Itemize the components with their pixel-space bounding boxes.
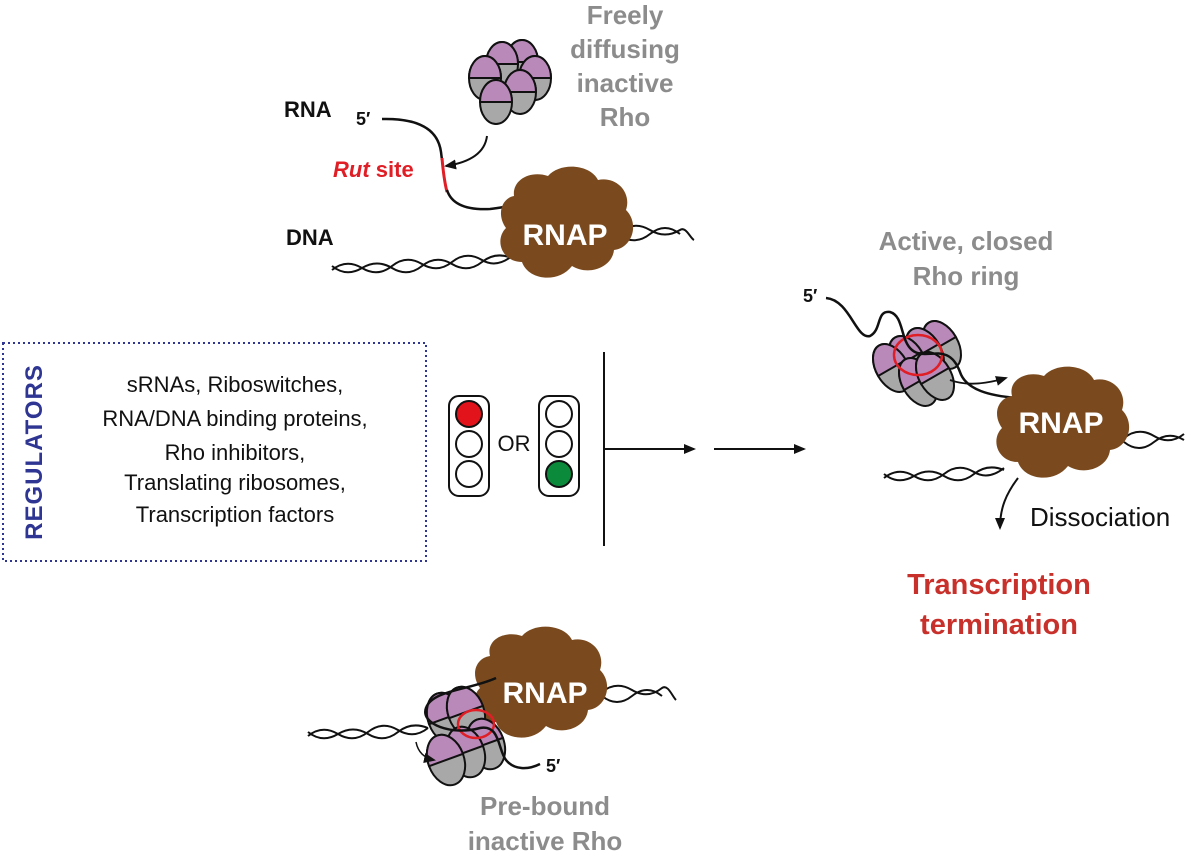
or-label: OR	[498, 431, 531, 456]
active-rna-strand	[825, 296, 1019, 400]
rut-site-word: site	[370, 157, 414, 182]
regulator-item-5: Transcription factors	[136, 502, 334, 527]
freely-diffusing-label-2: diffusing	[570, 34, 680, 64]
dna-helix-bottom	[307, 684, 677, 740]
regulator-item-4: Translating ribosomes,	[124, 470, 346, 495]
dna-helix-top	[331, 224, 695, 274]
regulators-title: REGULATORS	[21, 364, 48, 540]
rnap-right: RNAP	[996, 366, 1130, 478]
active-ring-label-2: Rho ring	[913, 261, 1020, 291]
rnap-right-label: RNAP	[1018, 407, 1103, 440]
prebound-rho-cluster	[425, 685, 507, 787]
traffic-light-green	[538, 395, 580, 497]
rna-five-prime-label: 5′	[356, 109, 370, 129]
rnap-bottom-label: RNAP	[502, 677, 587, 710]
regulators-box	[2, 342, 427, 562]
regulator-item-2: RNA/DNA binding proteins,	[102, 406, 367, 431]
regulator-item-1: sRNAs, Riboswitches,	[127, 372, 343, 397]
prebound-label-1: Pre-bound	[480, 791, 610, 821]
freely-diffusing-label-4: Rho	[600, 102, 651, 132]
binding-arrow	[444, 135, 488, 170]
dissociation-label: Dissociation	[1030, 502, 1170, 532]
active-ring-label-1: Active, closed	[879, 226, 1054, 256]
freely-diffusing-label-1: Freely	[587, 0, 664, 30]
rut-site-segment	[440, 157, 449, 193]
dna-helix-right	[883, 430, 1185, 482]
rnap-top: RNAP	[500, 166, 634, 278]
translocation-arrow	[949, 376, 1008, 386]
termination-label-2: termination	[920, 609, 1078, 641]
termination-label-1: Transcription	[907, 569, 1091, 601]
rut-site-label: Rut site	[333, 157, 414, 182]
rna-strand-top	[381, 117, 444, 161]
rut-italic: Rut	[333, 157, 371, 182]
rnap-top-label: RNAP	[522, 219, 607, 252]
regulator-item-3: Rho inhibitors,	[165, 440, 306, 465]
prebound-small-arrow	[415, 741, 436, 763]
active-rho-ring	[872, 320, 962, 407]
prebound-five-prime-label: 5′	[546, 756, 560, 776]
traffic-light-red	[448, 395, 490, 497]
freely-diffusing-label-3: inactive	[577, 68, 674, 98]
dna-label: DNA	[286, 225, 334, 250]
rnap-bottom: RNAP	[474, 626, 608, 738]
prebound-rna-strand	[424, 676, 541, 770]
rna-label: RNA	[284, 97, 332, 122]
dissociation-arrow	[995, 477, 1019, 530]
prebound-label-2: inactive Rho	[468, 826, 623, 856]
active-five-prime-label: 5′	[803, 286, 817, 306]
freely-diffusing-rho-cluster	[467, 39, 553, 125]
